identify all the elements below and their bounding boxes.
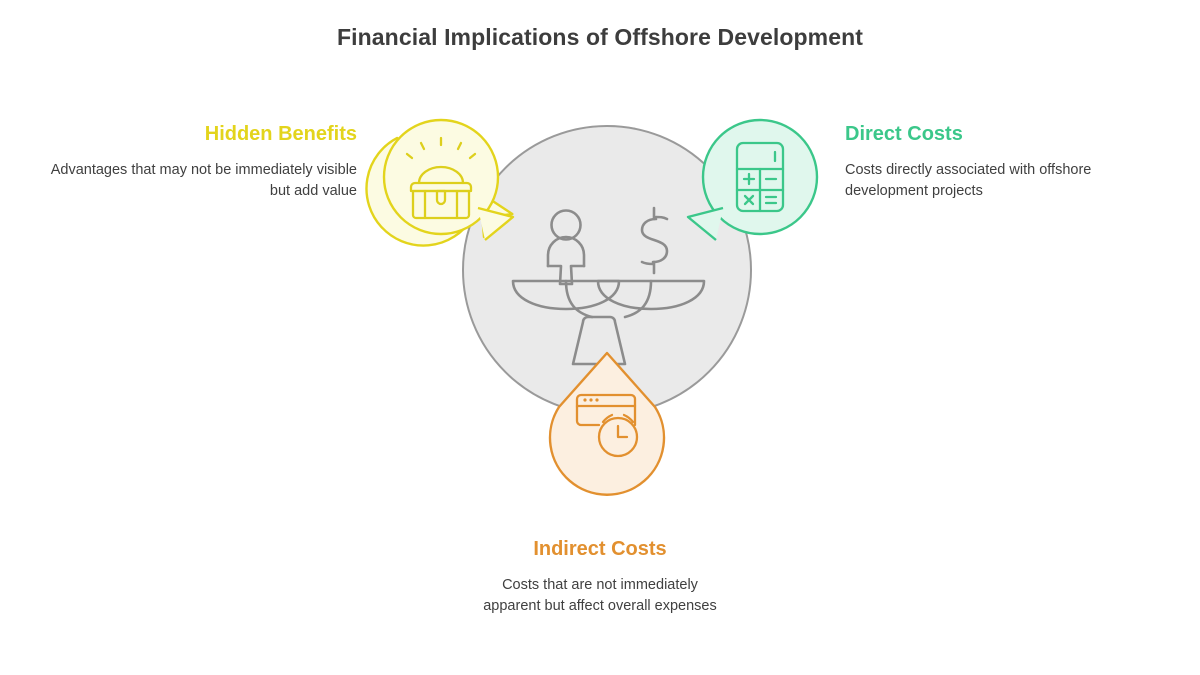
node-heading-hidden-benefits: Hidden Benefits (204, 123, 357, 145)
venn-pin-graphic (364, 118, 819, 496)
balance-scale-person-dollar-icon (511, 206, 706, 366)
node-body-indirect-costs: Costs that are not immediately apparent … (483, 577, 717, 615)
node-heading-direct-costs: Direct Costs (845, 123, 963, 145)
node-text-indirect-costs: Indirect Costs Costs that are not immedi… (480, 537, 720, 617)
node-body-direct-costs: Costs directly associated with offshore … (845, 162, 1092, 200)
treasure-chest-icon (405, 136, 477, 220)
browser-clock-icon (575, 393, 639, 458)
calculator-icon (735, 141, 785, 213)
pin-indirect-costs[interactable] (548, 351, 666, 496)
pin-direct-costs[interactable] (686, 118, 819, 241)
node-text-direct-costs: Direct Costs Costs directly associated w… (845, 122, 1095, 202)
node-text-hidden-benefits: Hidden Benefits Advantages that may not … (30, 122, 357, 202)
node-heading-indirect-costs: Indirect Costs (533, 538, 667, 560)
node-body-hidden-benefits: Advantages that may not be immediately v… (50, 162, 357, 200)
page-title: Financial Implications of Offshore Devel… (336, 24, 864, 50)
pin-hidden-benefits[interactable] (364, 118, 515, 248)
